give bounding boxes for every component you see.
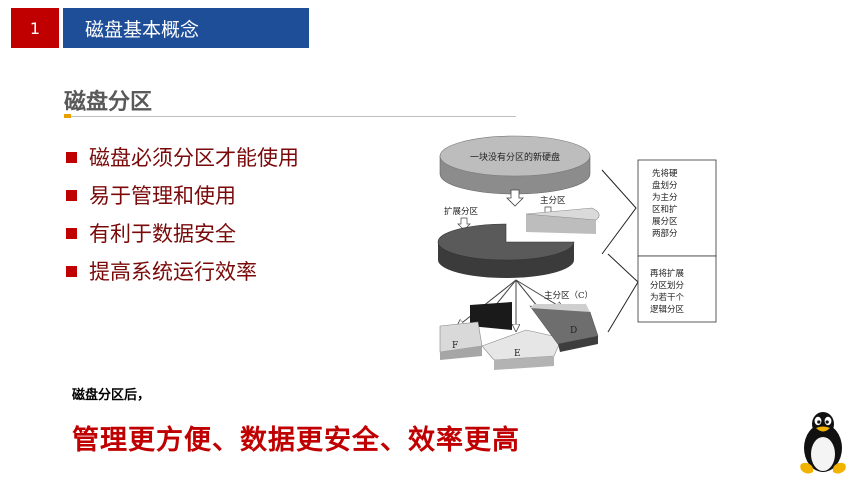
- partition-f-label: F: [452, 341, 458, 351]
- note-box-1: [637, 159, 717, 257]
- bracket-line: [607, 253, 639, 333]
- extended-partition-disk: [437, 223, 575, 278]
- bullet-square-icon: [66, 265, 77, 277]
- logical-partition-side: [558, 336, 598, 352]
- bullet-text: 有利于数据安全: [89, 222, 236, 246]
- down-arrow-icon: [506, 189, 524, 207]
- note-box-2: [637, 255, 717, 323]
- bullet-item: 易于管理和使用: [66, 176, 299, 214]
- note-1-text: 先将硬 盘划分 为主分 区和扩 展分区 两部分: [652, 168, 680, 239]
- partition-diagram: 一块没有分区的新硬盘 扩展分区 主分区 主分区（C） F E D 先将硬 盘划分: [437, 135, 717, 370]
- bullet-square-icon: [66, 151, 77, 163]
- bracket-line: [601, 169, 637, 255]
- conclusion-headline: 管理更方便、数据更安全、效率更高: [72, 425, 520, 456]
- bullet-item: 磁盘必须分区才能使用: [66, 138, 299, 176]
- bullet-square-icon: [66, 227, 77, 239]
- logical-partition-slice-e: [481, 329, 563, 361]
- bullet-list: 磁盘必须分区才能使用 易于管理和使用 有利于数据安全 提高系统运行效率: [66, 138, 299, 290]
- extended-partition-label: 扩展分区: [444, 206, 479, 217]
- primary-partition-slice: [525, 207, 600, 234]
- bullet-text: 提高系统运行效率: [89, 260, 257, 284]
- primary-c-slice: [530, 304, 590, 312]
- bullet-square-icon: [66, 189, 77, 201]
- bullet-item: 提高系统运行效率: [66, 252, 299, 290]
- slide-title: 磁盘基本概念: [63, 8, 309, 48]
- divider-accent: [64, 114, 71, 118]
- partition-d-label: D: [570, 326, 577, 336]
- logical-partition-side: [494, 356, 554, 370]
- note-2-text: 再将扩展 分区划分 为若干个 逻辑分区: [650, 268, 687, 315]
- bullet-text: 磁盘必须分区才能使用: [89, 146, 299, 170]
- primary-c-label: 主分区（C）: [544, 290, 593, 301]
- logical-partition-slice: [470, 302, 512, 330]
- bullet-text: 易于管理和使用: [89, 184, 236, 208]
- bullet-item: 有利于数据安全: [66, 214, 299, 252]
- new-disk-label: 一块没有分区的新硬盘: [470, 151, 560, 163]
- partition-e-label: E: [514, 349, 521, 359]
- slide-number-badge: 1: [11, 8, 59, 48]
- section-title: 磁盘分区: [64, 90, 153, 115]
- primary-partition-label: 主分区: [540, 195, 566, 206]
- section-divider: [64, 116, 516, 117]
- unpartitioned-disk: [439, 135, 591, 195]
- conclusion-note: 磁盘分区后，: [72, 388, 151, 403]
- logical-partition-side: [440, 346, 482, 360]
- penguin-icon: [800, 412, 846, 474]
